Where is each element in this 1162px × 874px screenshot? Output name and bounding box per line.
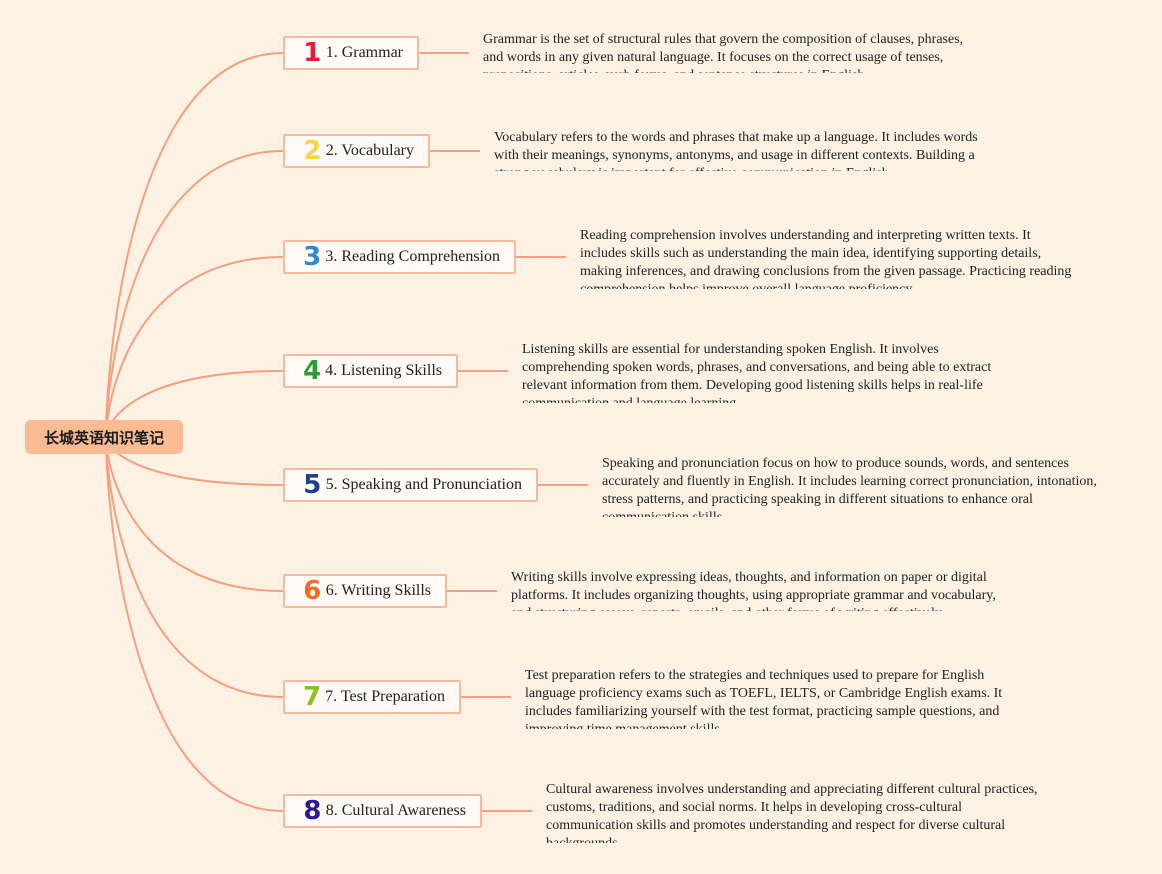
topic-note: Cultural awareness involves understandin… — [546, 782, 1038, 843]
topic-note: Reading comprehension involves understan… — [580, 228, 1072, 289]
topic-note: Speaking and pronunciation focus on how … — [602, 456, 1097, 517]
branch-connector — [105, 436, 284, 592]
topic-label: 5. Speaking and Pronunciation — [325, 476, 522, 493]
branch-connector — [105, 150, 284, 438]
topic-note: Writing skills involve expressing ideas,… — [511, 570, 996, 611]
number-5-icon: 5 — [303, 470, 322, 500]
topic-note: Test preparation refers to the strategie… — [525, 668, 1003, 729]
number-2-icon: 2 — [303, 136, 322, 166]
root-topic[interactable]: 长城英语知识笔记 — [25, 420, 183, 454]
topic-label: 8. Cultural Awareness — [325, 802, 466, 819]
topic-label: 1. Grammar — [325, 44, 403, 61]
topic-node[interactable]: 4 4. Listening Skills — [283, 354, 458, 388]
topic-node[interactable]: 8 8. Cultural Awareness — [283, 794, 482, 828]
branch-connector — [105, 436, 284, 812]
topic-note: Vocabulary refers to the words and phras… — [494, 130, 978, 171]
number-6-icon: 6 — [303, 576, 322, 606]
topic-node[interactable]: 7 7. Test Preparation — [283, 680, 461, 714]
topic-note: Listening skills are essential for under… — [522, 342, 992, 403]
number-3-icon: 3 — [303, 242, 322, 272]
number-7-icon: 7 — [303, 682, 322, 712]
topic-node[interactable]: 6 6. Writing Skills — [283, 574, 447, 608]
topic-node[interactable]: 5 5. Speaking and Pronunciation — [283, 468, 538, 502]
branch-connector — [105, 436, 284, 698]
topic-label: 7. Test Preparation — [325, 688, 445, 705]
number-4-icon: 4 — [303, 356, 322, 386]
topic-node[interactable]: 3 3. Reading Comprehension — [283, 240, 516, 274]
topic-node[interactable]: 2 2. Vocabulary — [283, 134, 430, 168]
number-1-icon: 1 — [303, 38, 322, 68]
topic-label: 2. Vocabulary — [325, 142, 414, 159]
root-topic-label: 长城英语知识笔记 — [43, 428, 164, 447]
topic-label: 6. Writing Skills — [325, 582, 431, 599]
number-8-icon: 8 — [303, 796, 322, 826]
topic-node[interactable]: 1 1. Grammar — [283, 36, 419, 70]
topic-label: 4. Listening Skills — [325, 362, 442, 379]
topic-note: Grammar is the set of structural rules t… — [483, 32, 964, 73]
topic-label: 3. Reading Comprehension — [325, 248, 500, 265]
